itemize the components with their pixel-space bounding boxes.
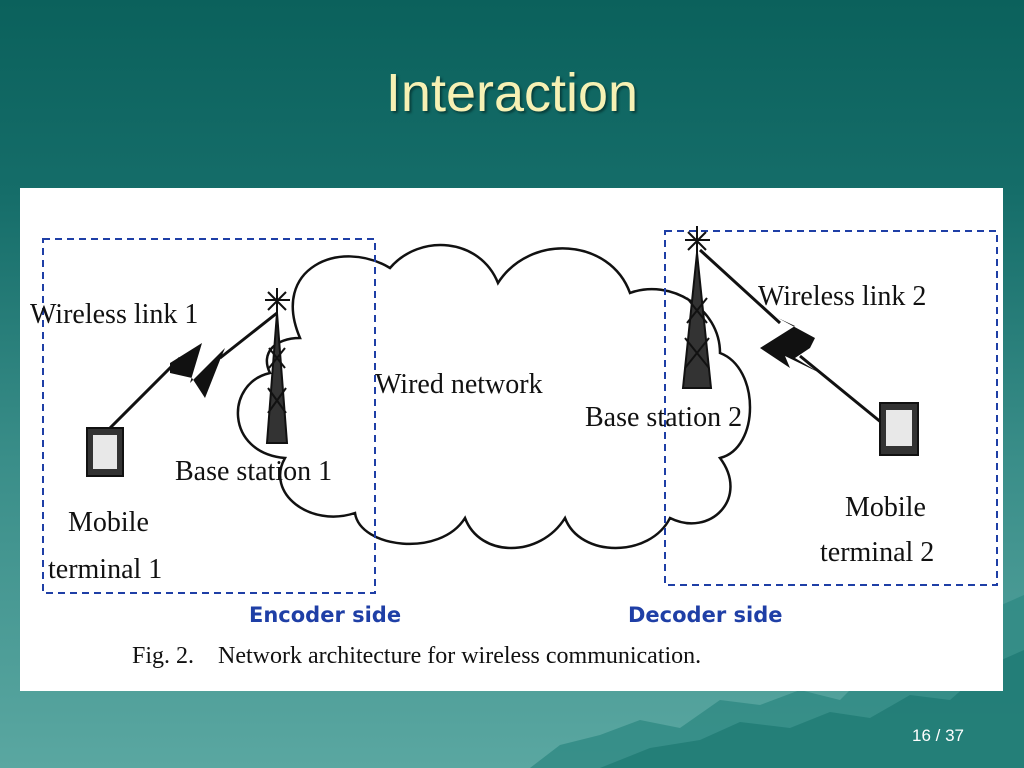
wireless-link-2-signal [698,248,883,425]
decoder-side-box [664,230,998,586]
wireless-link-1-label: Wireless link 1 [30,299,198,330]
base-station-2-label: Base station 2 [585,402,742,433]
slide-title: Interaction [385,63,639,123]
wired-network-cloud [236,243,752,550]
network-diagram: Wireless link 1 Wireless link 2 Wired ne… [30,226,998,594]
encoder-side-box [42,238,376,594]
mobile-terminal-2-label-line1: Mobile [845,492,926,523]
encoder-side-label: Encoder side [249,603,402,627]
base-station-2-tower-icon [681,226,713,389]
base-station-1-tower-icon [265,288,290,444]
mobile-terminal-1-icon [86,427,124,477]
mobile-terminal-1-label-line1: Mobile [68,507,149,538]
base-station-1-label: Base station 1 [175,456,332,487]
mobile-terminal-2-label-line2: terminal 2 [820,537,934,568]
wireless-link-2-label: Wireless link 2 [758,281,926,312]
mobile-terminal-1-label-line2: terminal 1 [48,554,162,585]
figure-caption: Fig. 2. Network architecture for wireles… [132,643,702,669]
figure-panel: Wireless link 1 Wireless link 2 Wired ne… [20,188,1003,691]
wireless-link-1-signal [103,311,278,435]
mobile-terminal-2-icon [879,402,919,456]
page-number: 16 / 37 [912,726,964,745]
wired-network-label: Wired network [375,369,543,400]
decoder-side-label: Decoder side [628,603,783,627]
